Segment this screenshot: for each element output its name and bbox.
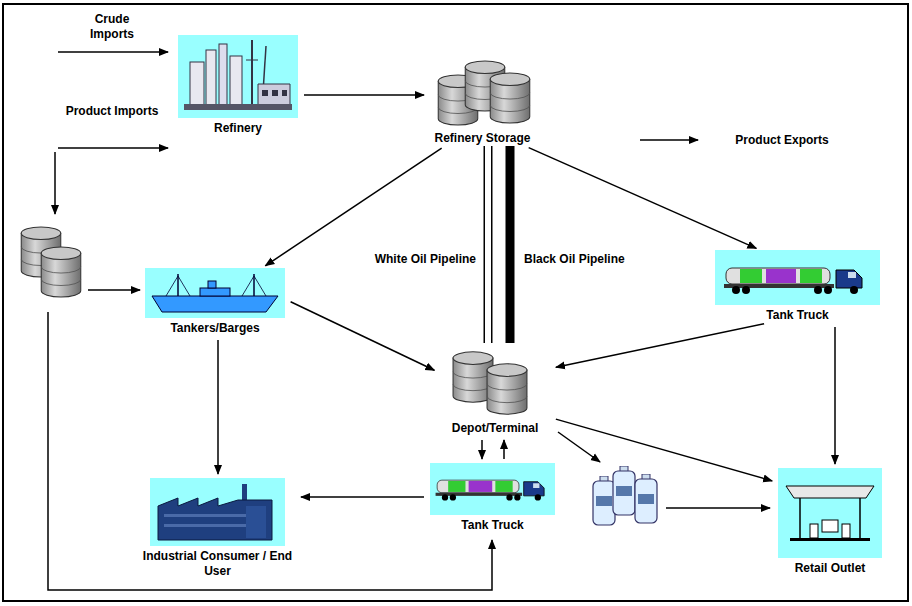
node-label: Refinery [176,121,300,136]
export-label: Product Exports [707,133,857,148]
picture-space [713,250,882,308]
flow-arrow [504,440,505,459]
arrow-line [834,327,836,464]
flow-arrow [556,324,764,367]
picture-space [428,58,537,131]
flow-arrow [482,440,483,459]
arrow-line [301,496,424,498]
node-label: Refinery Storage [428,131,537,146]
pipeline [510,146,511,343]
tank-truck-illustration [430,463,555,515]
refinery-node: Refinery [176,35,300,136]
picture-space [776,468,884,561]
flow-arrow [556,419,772,481]
import-tanks [21,227,81,297]
refinery-illustration [178,35,298,118]
import-label: Crude Imports [77,12,147,42]
pipeline-label: White Oil Pipeline [373,252,478,267]
industrial-plant-illustration [150,478,285,546]
tanker-node: Tankers/Barges [143,268,287,336]
node-label: Depot/Terminal [438,421,552,436]
gas-cylinders [593,466,657,525]
node-label: Retail Outlet [776,561,884,576]
tank-truck-node: Tank Truck [713,250,882,323]
figure-frame [3,4,908,601]
flow-arrow [218,340,219,474]
arrow-line [503,440,505,459]
arrow-line [556,324,764,367]
arrow-line [217,340,219,474]
tanker-illustration [145,268,285,318]
storage-node: Refinery Storage [428,58,537,146]
node-label: Industrial Consumer / End User [138,549,297,579]
picture-space [143,268,287,321]
import-label: Product Imports [47,104,177,119]
flow-arrow [304,95,424,96]
depot-node: Depot/Terminal [438,343,552,436]
pipeline-outline [484,146,493,343]
arrow-line [291,302,435,371]
flow-arrow [265,148,441,266]
picture-space [428,463,557,518]
flow-arrow [529,148,757,249]
arrow-line [556,419,772,481]
industrial-node: Industrial Consumer / End User [138,478,297,579]
node-label: Tank Truck [713,308,882,323]
tank-truck-node: Tank Truck [428,463,557,533]
flow-arrows [48,52,770,590]
pipeline-fill [485,146,491,343]
retail-node: Retail Outlet [776,468,884,576]
flow-arrow [301,497,424,498]
pipeline-label: Black Oil Pipeline [522,252,627,267]
retail-station-illustration [778,468,882,558]
flow-arrow [835,327,836,464]
depot-tanks [453,352,527,414]
tank-truck-illustration [715,250,880,305]
picture-space [176,35,300,121]
node-label: Tankers/Barges [143,321,287,336]
picture-space [438,343,552,421]
pipeline-fill [506,146,515,343]
arrow-line [304,94,424,96]
arrow-line [265,148,441,266]
node-label: Tank Truck [428,518,557,533]
arrow-line [529,148,757,249]
arrow-line [481,440,483,459]
picture-space [138,478,297,549]
storage-tanks [438,61,530,125]
flow-arrow [291,302,435,371]
pipeline [488,146,489,343]
